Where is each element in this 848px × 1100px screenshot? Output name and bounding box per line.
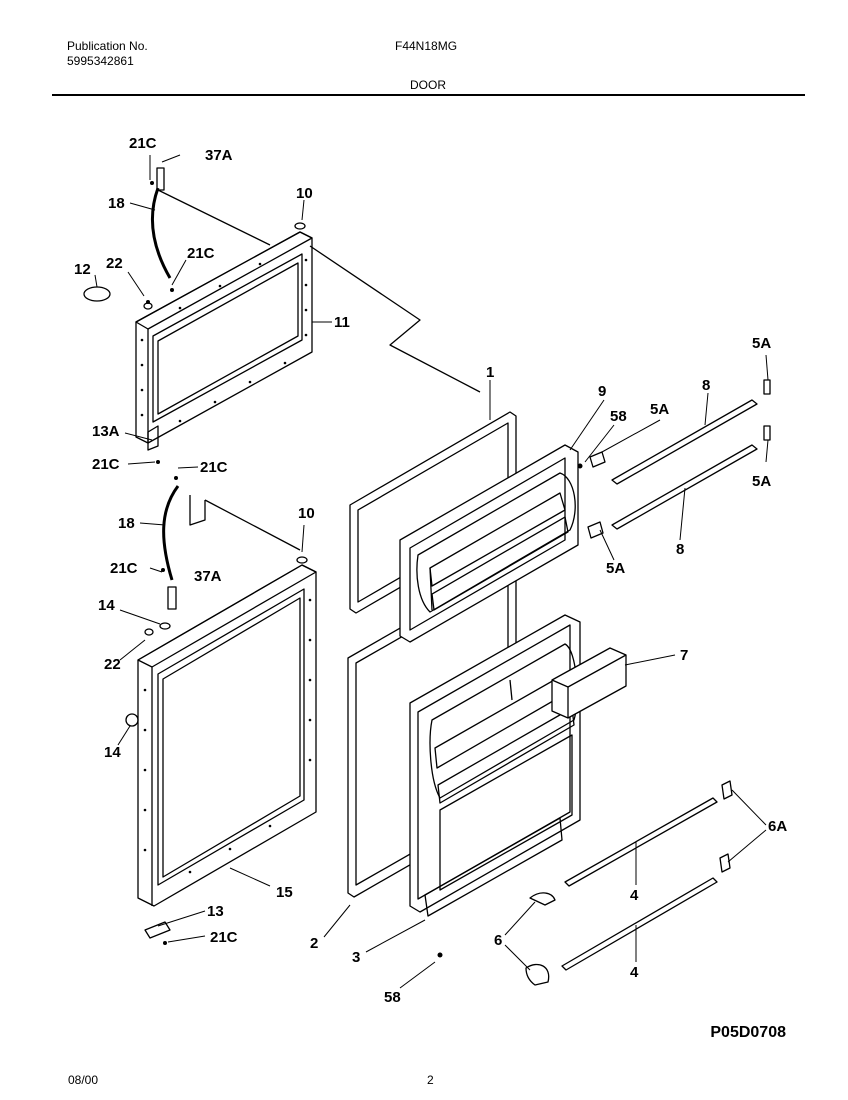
header-rule	[52, 94, 805, 96]
callout-12: 12	[74, 261, 91, 278]
callout-21c: 21C	[200, 459, 228, 476]
rack-end-cap-6a-1	[721, 780, 733, 800]
model-number: F44N18MG	[395, 39, 458, 53]
callout-21c: 21C	[210, 929, 238, 946]
callout-5a: 5A	[752, 473, 771, 490]
callout-10: 10	[298, 505, 315, 522]
wire-harness-upper	[150, 187, 172, 279]
heater-sleeve-lower	[167, 586, 177, 610]
hinge-13	[144, 921, 171, 939]
rack-end-cap-6a-2	[719, 853, 731, 873]
callout-10: 10	[296, 185, 313, 202]
callout-6: 6	[494, 932, 502, 949]
callout-15: 15	[276, 884, 293, 901]
callout-4: 4	[630, 964, 639, 981]
footer-date: 08/00	[68, 1073, 99, 1087]
heater-sleeve-upper	[156, 167, 165, 191]
callout-58: 58	[610, 408, 627, 425]
cap-12	[83, 286, 111, 302]
callout-21c: 21C	[92, 456, 120, 473]
refrigerator-door-frame	[137, 564, 317, 907]
door-rack-4-bottom	[561, 877, 718, 971]
refrigerator-door-liner	[409, 614, 581, 917]
hinge-bushing-upper	[294, 222, 306, 230]
callout-14: 14	[98, 597, 115, 614]
callout-6a: 6A	[768, 818, 787, 835]
callout-22: 22	[104, 656, 121, 673]
callout-22: 22	[106, 255, 123, 272]
callout-21c: 21C	[187, 245, 215, 262]
callout-8: 8	[676, 541, 684, 558]
callout-14: 14	[104, 744, 121, 761]
section-title: DOOR	[410, 78, 446, 92]
callout-13a: 13A	[92, 423, 120, 440]
callout-18: 18	[118, 515, 135, 532]
rack-end-cap-5a-1	[589, 451, 606, 468]
freezer-door-liner	[399, 444, 579, 643]
door-rack-4-top	[564, 797, 718, 887]
callout-58: 58	[384, 989, 401, 1006]
publication-label: Publication No.	[67, 39, 148, 53]
callout-37a: 37A	[205, 147, 233, 164]
callout-2: 2	[310, 935, 318, 952]
publication-number: 5995342861	[67, 54, 134, 68]
rack-end-cap-6-1	[529, 892, 556, 906]
callout-9: 9	[598, 383, 606, 400]
callout-21c: 21C	[129, 135, 157, 152]
callout-37a: 37A	[194, 568, 222, 585]
freezer-door-frame	[135, 231, 313, 444]
door-rack-8-bottom	[611, 444, 758, 530]
callout-13: 13	[207, 903, 224, 920]
callout-18: 18	[108, 195, 125, 212]
callout-3: 3	[352, 949, 360, 966]
callout-8: 8	[702, 377, 710, 394]
door-rack-8-top	[611, 399, 758, 485]
callout-7: 7	[680, 647, 688, 664]
door-stop-14	[125, 713, 139, 727]
rack-end-cap-6-2	[525, 963, 550, 986]
rack-end-cap-5a-2	[587, 521, 604, 539]
diagram-code: P05D0708	[710, 1024, 786, 1041]
rack-end-cap-5a-3	[763, 379, 771, 395]
callout-4: 4	[630, 887, 639, 904]
rack-end-cap-5a-4	[763, 425, 771, 441]
callout-5a: 5A	[606, 560, 625, 577]
callout-5a: 5A	[650, 401, 669, 418]
callout-1: 1	[486, 364, 494, 381]
wire-harness-lower	[162, 485, 180, 581]
hinge-13a	[147, 425, 159, 451]
callout-11: 11	[334, 314, 350, 331]
page-number: 2	[427, 1073, 434, 1087]
callout-21c: 21C	[110, 560, 138, 577]
callout-5a: 5A	[752, 335, 771, 352]
